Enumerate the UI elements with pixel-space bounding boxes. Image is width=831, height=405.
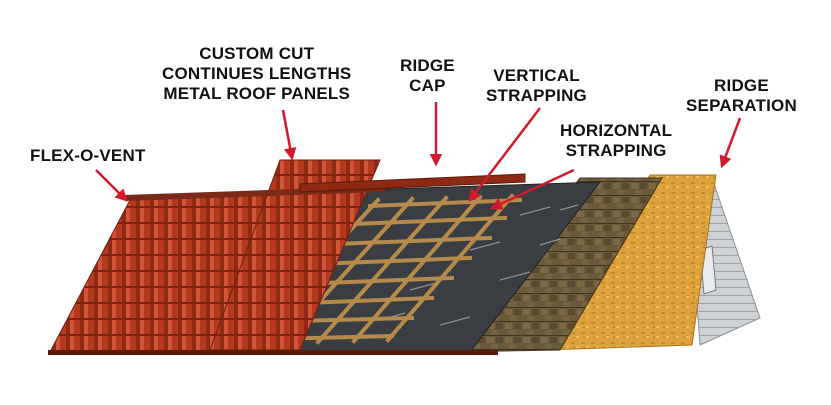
eave-drip-edge (48, 350, 498, 355)
label-custom-cut: CUSTOM CUT CONTINUES LENGTHS METAL ROOF … (162, 44, 352, 103)
label-horizontal-strapping: HORIZONTAL STRAPPING (560, 121, 673, 160)
label-ridge-cap: RIDGE CAP (400, 56, 455, 95)
label-flex-o-vent: FLEX-O-VENT (30, 146, 146, 165)
arrow-ridge-separation (719, 117, 742, 169)
arrow-flex-o-vent (95, 169, 128, 202)
arrow-vertical-strapping (468, 107, 541, 202)
ridge-cap-strip (299, 173, 526, 193)
arrow-horizontal-strapping (489, 168, 575, 210)
label-vertical-strapping: VERTICAL STRAPPING (486, 66, 587, 105)
label-ridge-separation: RIDGE SEPARATION (686, 76, 797, 115)
callout-arrows (95, 102, 742, 210)
membrane-print-marks (379, 204, 579, 326)
arrow-custom-cut (281, 109, 297, 161)
